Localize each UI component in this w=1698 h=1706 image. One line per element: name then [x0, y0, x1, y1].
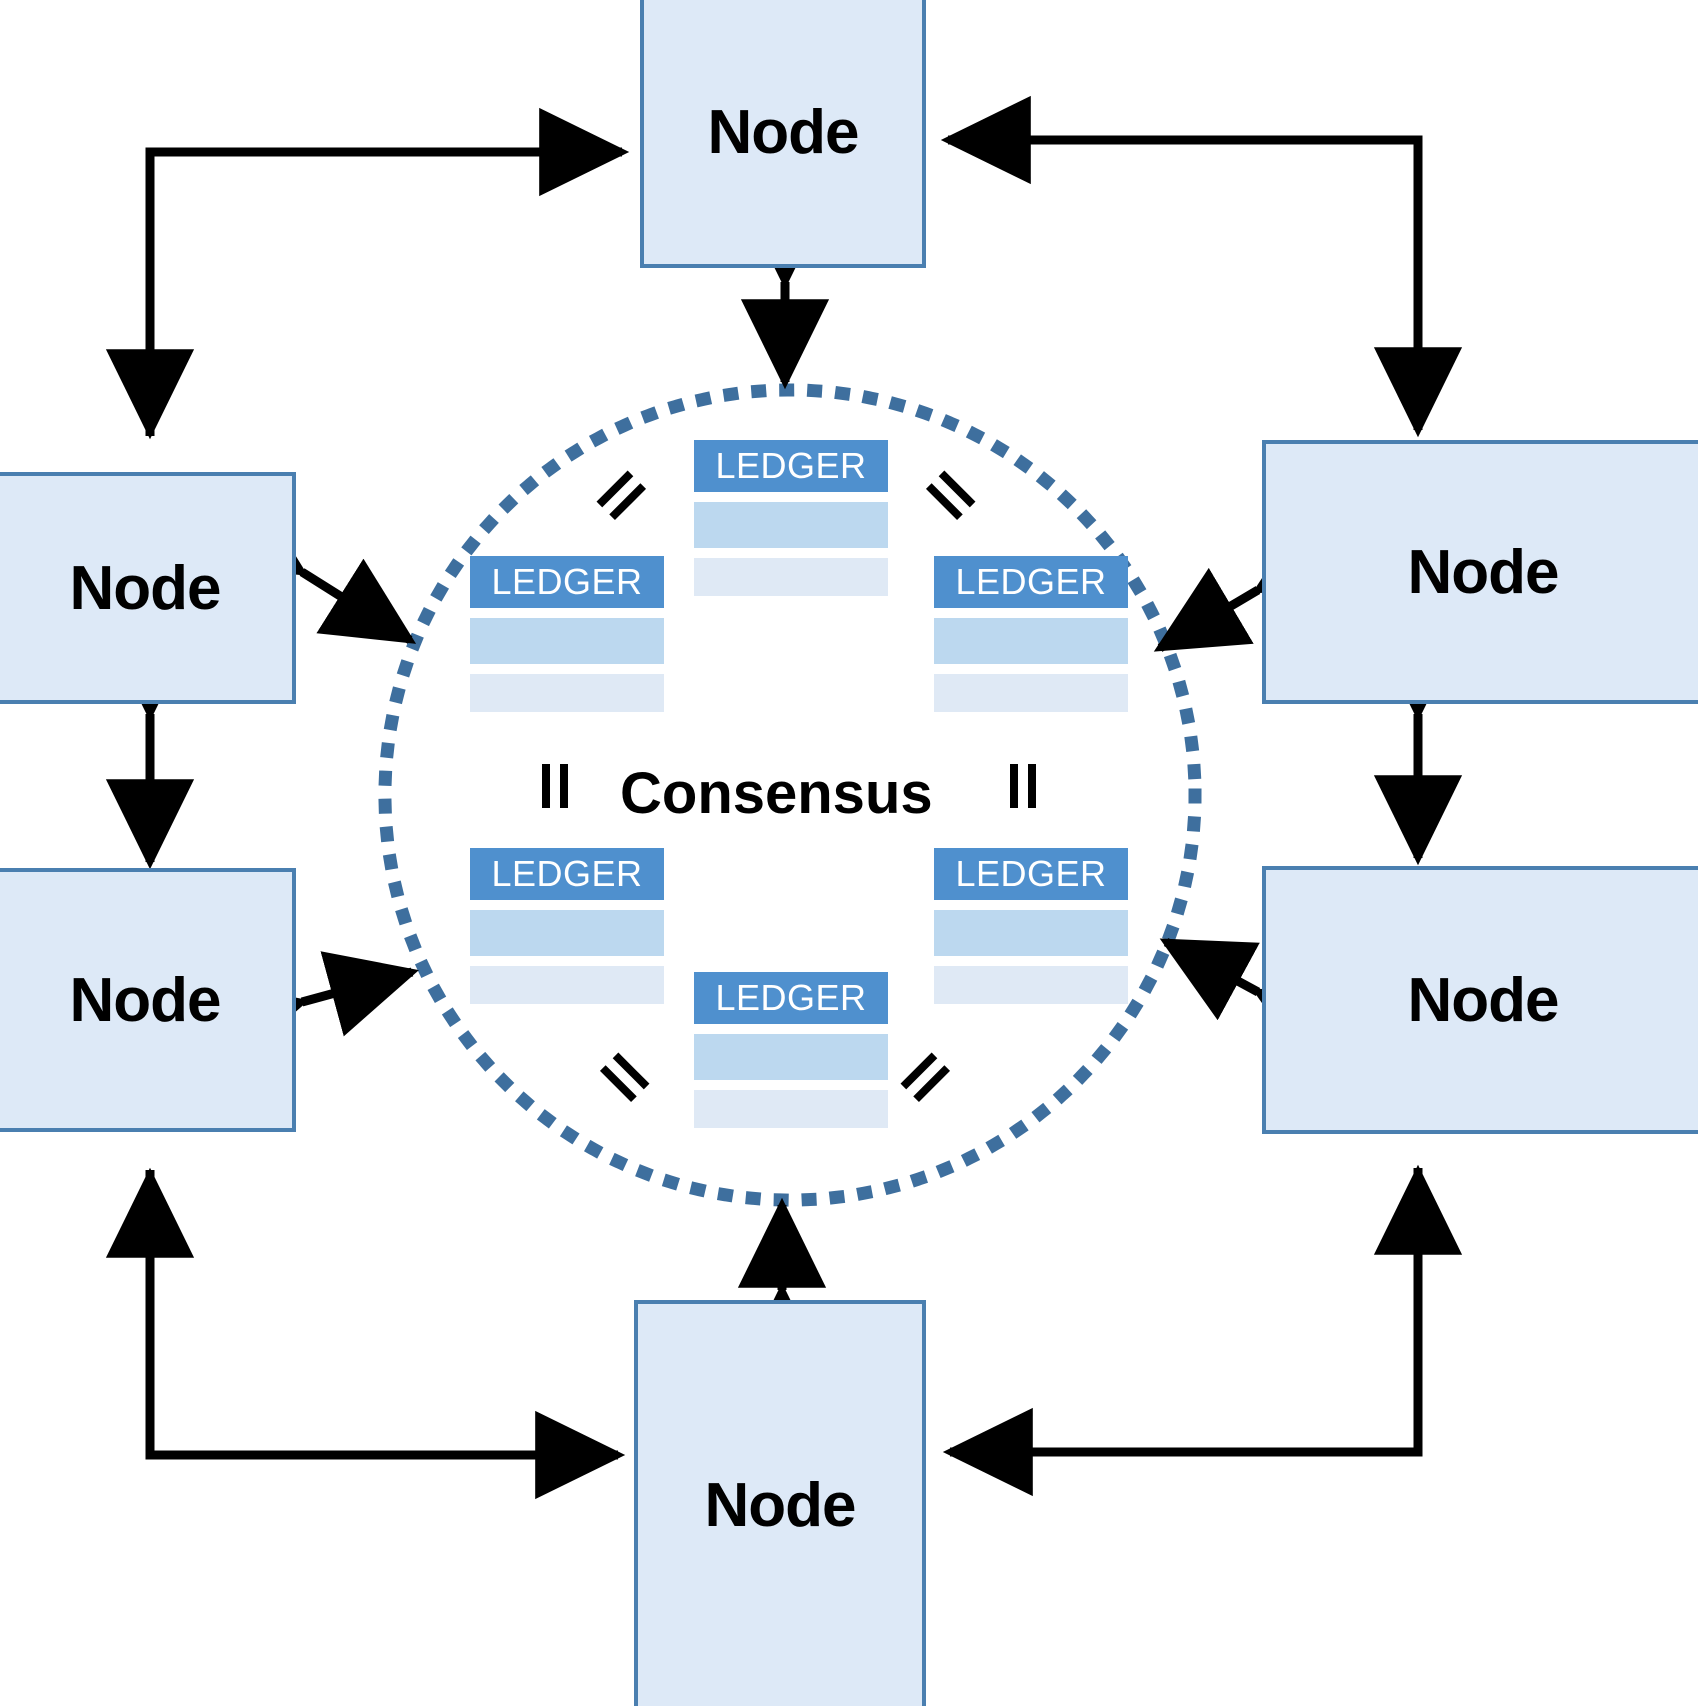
- ledger-row-light: [470, 674, 664, 712]
- ledger-row-dark: [470, 618, 664, 664]
- node-label: Node: [1407, 965, 1560, 1035]
- ledger-right-lower[interactable]: LEDGER: [934, 848, 1128, 1004]
- ledger-header: LEDGER: [694, 440, 888, 492]
- ledger-row-dark: [470, 910, 664, 956]
- ledger-header: LEDGER: [470, 556, 664, 608]
- node-label: Node: [707, 97, 860, 167]
- equals-icon-mid-right: [1002, 764, 1042, 808]
- equals-icon-bottom-right: [896, 1048, 955, 1107]
- node-bottom[interactable]: Node: [634, 1300, 926, 1706]
- node-label: Node: [704, 1470, 857, 1540]
- ledger-header: LEDGER: [470, 848, 664, 900]
- ledger-row-dark: [934, 618, 1128, 664]
- ledger-row-dark: [694, 1034, 888, 1080]
- ledger-left-lower[interactable]: LEDGER: [470, 848, 664, 1004]
- ledger-row-light: [470, 966, 664, 1004]
- ledger-header: LEDGER: [694, 972, 888, 1024]
- node-label: Node: [69, 553, 222, 623]
- ledger-left-upper[interactable]: LEDGER: [470, 556, 664, 712]
- equals-icon-bottom-left: [594, 1048, 653, 1107]
- node-left-upper[interactable]: Node: [0, 472, 296, 704]
- ledger-top[interactable]: LEDGER: [694, 440, 888, 596]
- ledger-row-dark: [934, 910, 1128, 956]
- equals-icon-mid-left: [534, 764, 574, 808]
- ledger-header: LEDGER: [934, 848, 1128, 900]
- ledger-row-dark: [694, 502, 888, 548]
- ledger-header: LEDGER: [934, 556, 1128, 608]
- node-left-lower[interactable]: Node: [0, 868, 296, 1132]
- node-label: Node: [69, 965, 222, 1035]
- equals-icon-top-left: [592, 466, 651, 525]
- equals-icon-top-right: [920, 466, 979, 525]
- consensus-label: Consensus: [620, 761, 933, 826]
- node-top[interactable]: Node: [640, 0, 926, 268]
- node-label: Node: [1407, 537, 1560, 607]
- ledger-row-light: [694, 1090, 888, 1128]
- ledger-row-light: [694, 558, 888, 596]
- ledger-right-upper[interactable]: LEDGER: [934, 556, 1128, 712]
- ledger-row-light: [934, 674, 1128, 712]
- node-right-upper[interactable]: Node: [1262, 440, 1698, 704]
- ledger-bottom[interactable]: LEDGER: [694, 972, 888, 1128]
- ledger-row-light: [934, 966, 1128, 1004]
- node-right-lower[interactable]: Node: [1262, 866, 1698, 1134]
